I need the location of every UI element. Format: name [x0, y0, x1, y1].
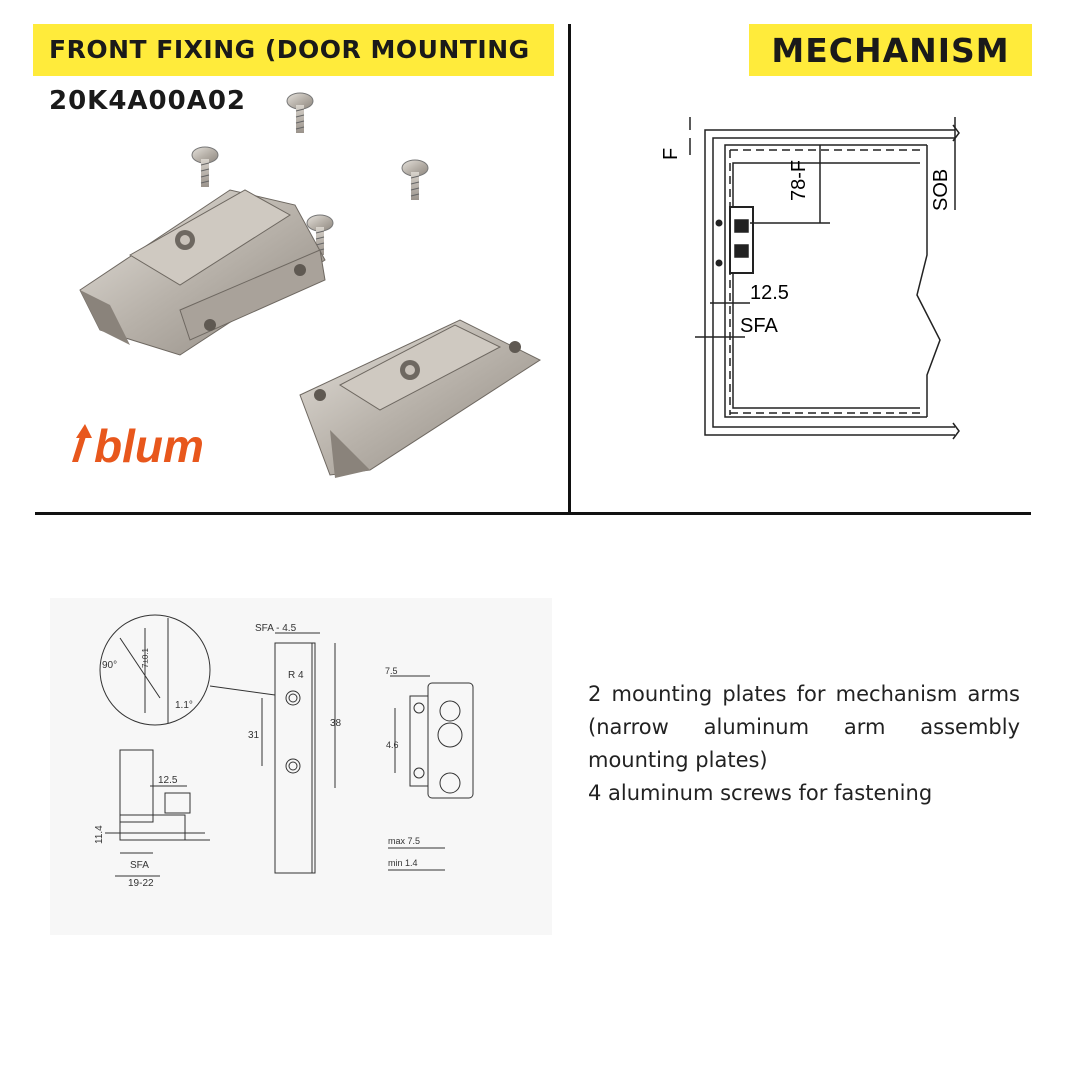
screw-icon [191, 146, 219, 187]
blum-logo: blum [72, 420, 204, 468]
mounting-plate-image [299, 319, 542, 478]
label-11-4: 11.4 [94, 825, 105, 844]
label-12-5: 12.5 [750, 282, 789, 304]
horizontal-divider [35, 512, 1031, 515]
label-31: 31 [248, 730, 260, 741]
screw-icon [306, 214, 334, 255]
label-r4: R 4 [288, 670, 304, 681]
mounting-plate-image [79, 189, 326, 356]
front-fixing-title: FRONT FIXING (DOOR MOUNTING [33, 24, 554, 76]
label-sfa: SFA [740, 315, 778, 337]
label-sfa-detail: SFA [130, 860, 149, 871]
description-line: (narrow aluminum arm assembly [588, 715, 1020, 739]
label-4-6: 4.6 [386, 740, 399, 750]
label-f: F [660, 148, 682, 160]
label-min-1-4: min 1.4 [388, 858, 418, 868]
label-angle-90: 90° [102, 660, 117, 671]
label-12-5-detail: 12.5 [158, 775, 178, 786]
blum-wordmark: blum [94, 420, 204, 468]
label-78-f: 78-F [788, 160, 810, 201]
label-sfa-minus: SFA - 4.5 [255, 623, 297, 634]
description-line: 2 mounting plates for mechanism arms [588, 682, 1020, 706]
screw-icon [286, 92, 314, 133]
label-7-5: 7.5 [385, 666, 398, 676]
product-code: 20K4A00A02 [49, 86, 247, 116]
label-angle-1-1: 1.1° [175, 700, 193, 711]
label-38: 38 [330, 718, 342, 729]
product-photo [79, 92, 542, 478]
mechanism-title: MECHANISM [749, 24, 1032, 76]
vertical-divider [568, 24, 571, 512]
label-19-22: 19-22 [128, 878, 154, 889]
label-max-7-5: max 7.5 [388, 836, 420, 846]
mechanism-diagram: F 78-F SOB 12.5 SFA [660, 117, 960, 440]
screw-icon [401, 159, 429, 200]
product-description: 2 mounting plates for mechanism arms (na… [588, 678, 1020, 810]
technical-drawing-panel: 90° 7±0.1 1.1° SFA - 4.5 R 4 38 31 7.5 4… [50, 598, 552, 935]
description-line: 4 aluminum screws for fastening [588, 781, 933, 805]
technical-drawing: 90° 7±0.1 1.1° SFA - 4.5 R 4 38 31 7.5 4… [94, 614, 474, 889]
label-sob: SOB [930, 169, 952, 211]
label-tolerance: 7±0.1 [141, 647, 150, 668]
description-line: mounting plates) [588, 748, 768, 772]
